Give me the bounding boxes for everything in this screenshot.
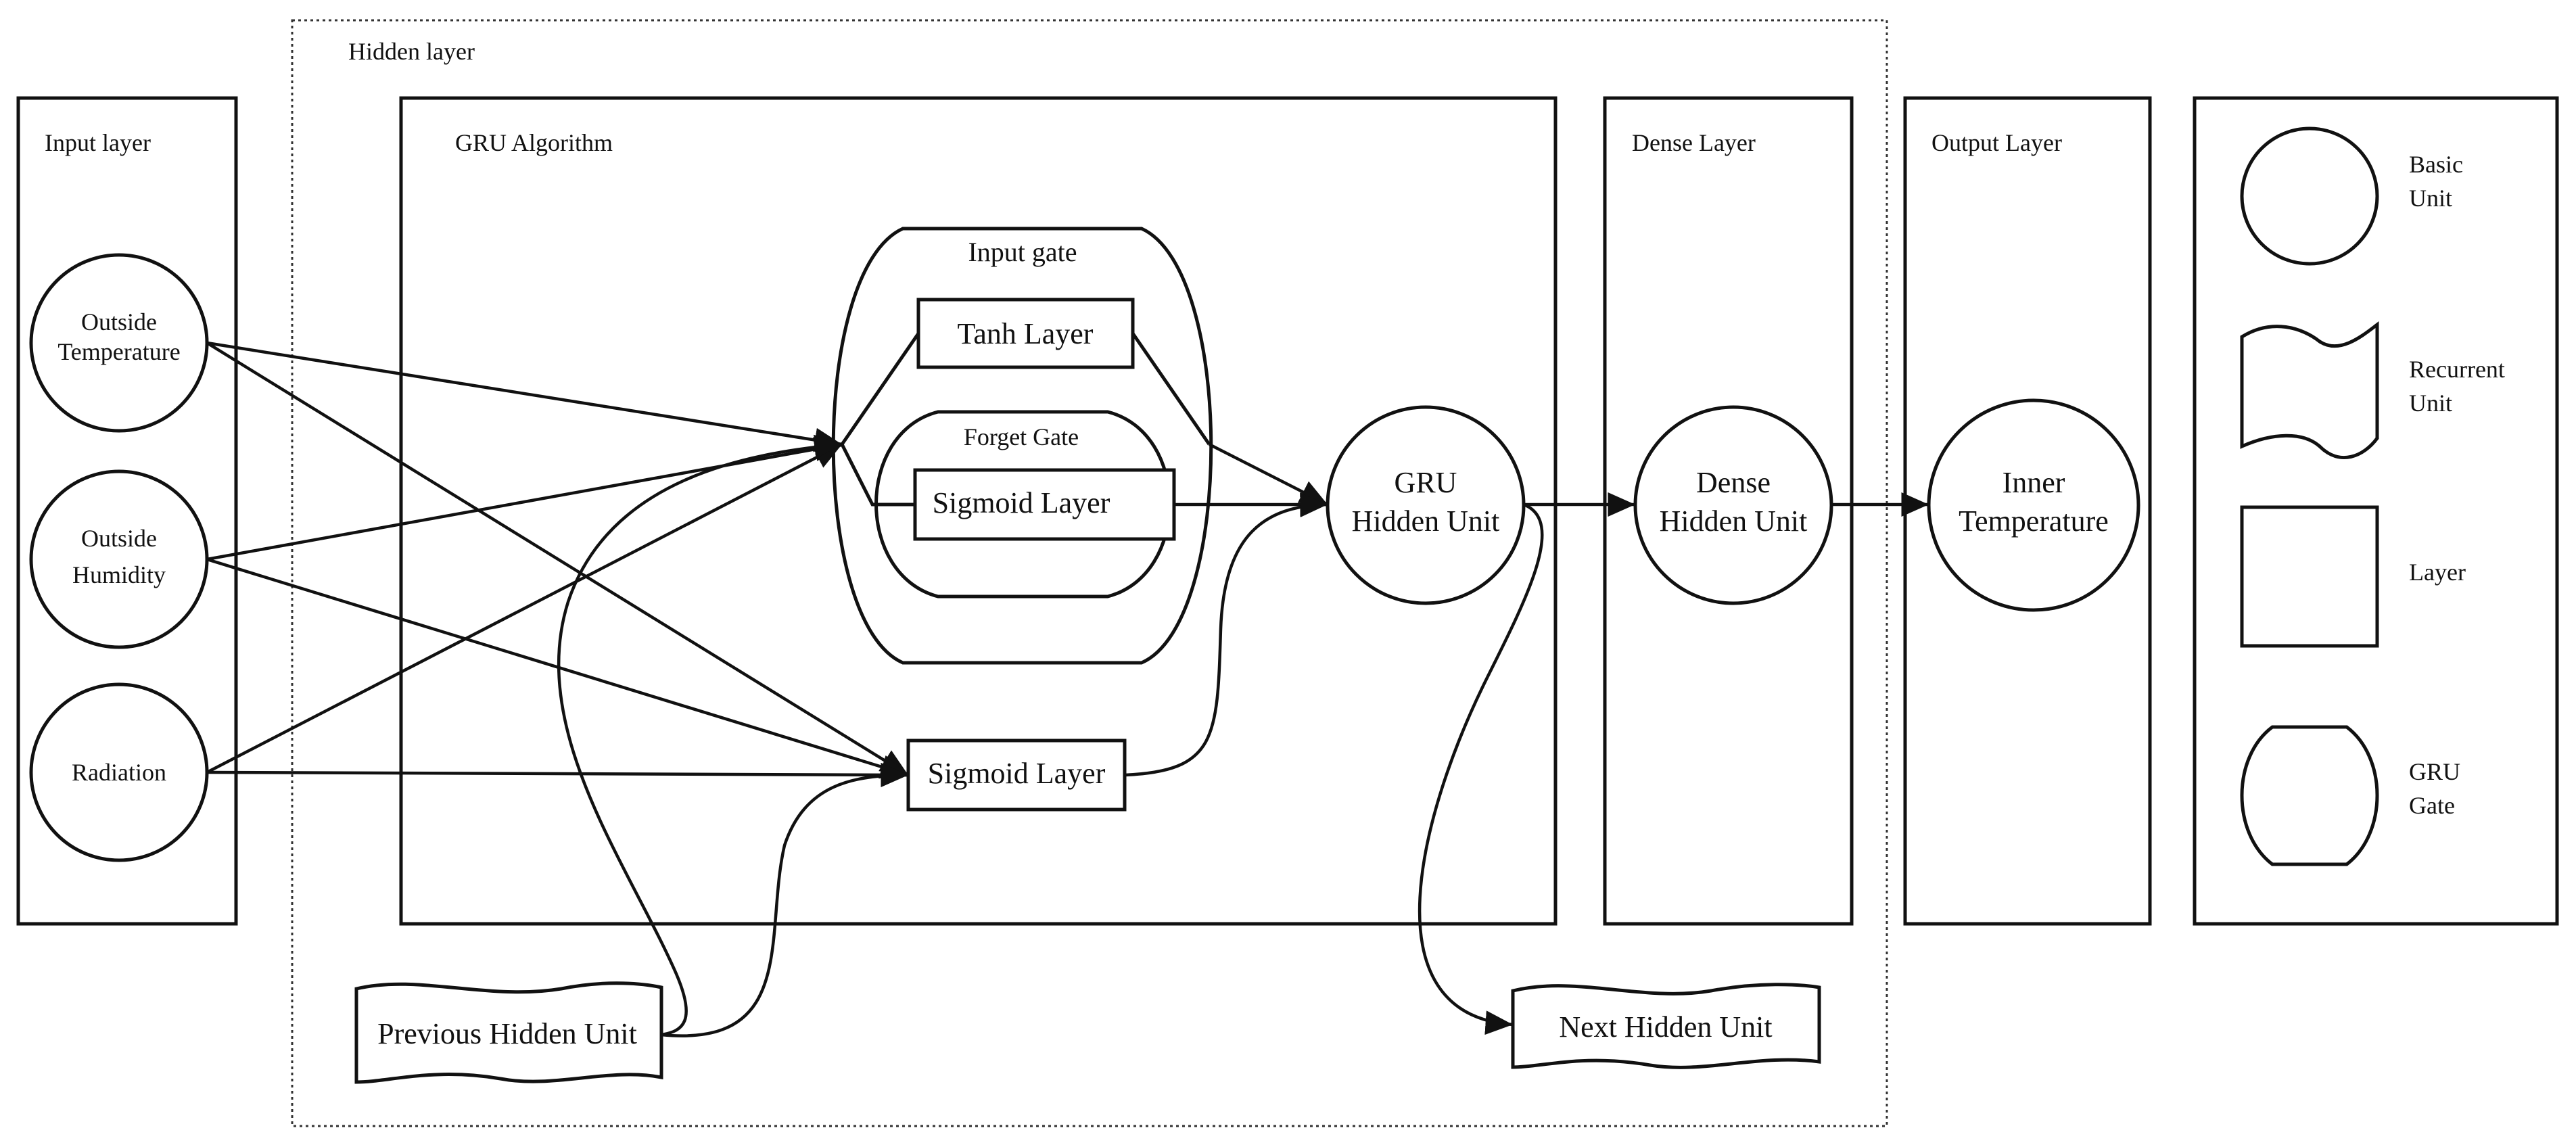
dense-hidden-unit-label-line1: Dense bbox=[1696, 466, 1771, 499]
outside-humidity-label-line1: Outside bbox=[81, 525, 157, 552]
sigmoid-layer-forget-label: Sigmoid Layer bbox=[933, 486, 1110, 519]
forget-gate-label: Forget Gate bbox=[964, 423, 1079, 450]
legend-basic-unit-symbol bbox=[2240, 126, 2379, 266]
previous-hidden-unit-shape bbox=[354, 981, 663, 1084]
radiation-label: Radiation bbox=[72, 759, 166, 786]
outside-humidity-label-line2: Humidity bbox=[72, 561, 166, 588]
arrow-previous-to-input-gate bbox=[557, 434, 843, 1037]
legend-recurrent-unit-line1: Recurrent bbox=[2409, 356, 2505, 383]
arrow-previous-to-sigmoid bbox=[661, 763, 909, 1037]
arrow-temperature-to-sigmoid bbox=[206, 342, 910, 776]
arrow-sigmoid-to-gru-unit bbox=[1124, 492, 1328, 777]
arrow-radiation-to-sigmoid bbox=[206, 762, 909, 787]
next-hidden-unit-shape bbox=[1511, 983, 1821, 1069]
outside-temperature-label-line1: Outside bbox=[81, 308, 157, 335]
legend-basic-unit-line1: Basic bbox=[2409, 151, 2463, 178]
legend-basic-unit-line2: Unit bbox=[2409, 185, 2452, 212]
inner-temperature-label-line2: Temperature bbox=[1959, 505, 2109, 538]
gru-algorithm-label: GRU Algorithm bbox=[455, 129, 613, 156]
gru-hidden-unit-label-line1: GRU bbox=[1395, 466, 1457, 499]
next-hidden-unit-label: Next Hidden Unit bbox=[1559, 1010, 1772, 1044]
input-layer-label: Input layer bbox=[45, 129, 151, 156]
connector-input-to-sigmoid bbox=[840, 443, 915, 507]
inner-temperature-label-line1: Inner bbox=[2003, 466, 2065, 499]
tanh-layer-box bbox=[916, 298, 1135, 369]
legend-gru-gate-line2: Gate bbox=[2409, 792, 2455, 819]
outside-humidity-node bbox=[29, 469, 209, 649]
legend-recurrent-unit-symbol bbox=[2240, 321, 2379, 459]
legend-layer-symbol bbox=[2240, 505, 2379, 648]
legend-layer-label: Layer bbox=[2409, 559, 2466, 586]
sigmoid-layer-forget-box bbox=[913, 468, 1176, 541]
output-layer-label: Output Layer bbox=[1931, 129, 2062, 156]
legend-gru-gate-symbol bbox=[2240, 725, 2379, 866]
sigmoid-layer-lower-label: Sigmoid Layer bbox=[928, 757, 1106, 790]
arrow-radiation-to-input-gate bbox=[206, 443, 843, 774]
sigmoid-layer-lower-box bbox=[906, 739, 1127, 812]
legend-gru-gate-line1: GRU bbox=[2409, 758, 2460, 785]
dense-layer-label: Dense Layer bbox=[1632, 129, 1756, 156]
hidden-layer-frame bbox=[291, 19, 1888, 1127]
outside-temperature-label-line2: Temperature bbox=[57, 338, 180, 365]
legend-recurrent-unit-line2: Unit bbox=[2409, 390, 2452, 417]
connection-arrows bbox=[206, 341, 1929, 1037]
connector-tanh-to-output bbox=[1131, 332, 1211, 446]
gru-hidden-unit-label-line2: Hidden Unit bbox=[1352, 505, 1500, 538]
dense-hidden-unit-label-line2: Hidden Unit bbox=[1660, 505, 1808, 538]
previous-hidden-unit-label: Previous Hidden Unit bbox=[377, 1017, 637, 1050]
input-gate-label: Input gate bbox=[968, 237, 1077, 267]
hidden-layer-label: Hidden layer bbox=[348, 38, 475, 65]
arrow-gru-to-next-hidden-unit bbox=[1418, 502, 1544, 1035]
arrow-temperature-to-input-gate bbox=[206, 341, 843, 452]
connector-input-to-tanh bbox=[840, 332, 920, 446]
tanh-layer-label: Tanh Layer bbox=[958, 317, 1094, 350]
